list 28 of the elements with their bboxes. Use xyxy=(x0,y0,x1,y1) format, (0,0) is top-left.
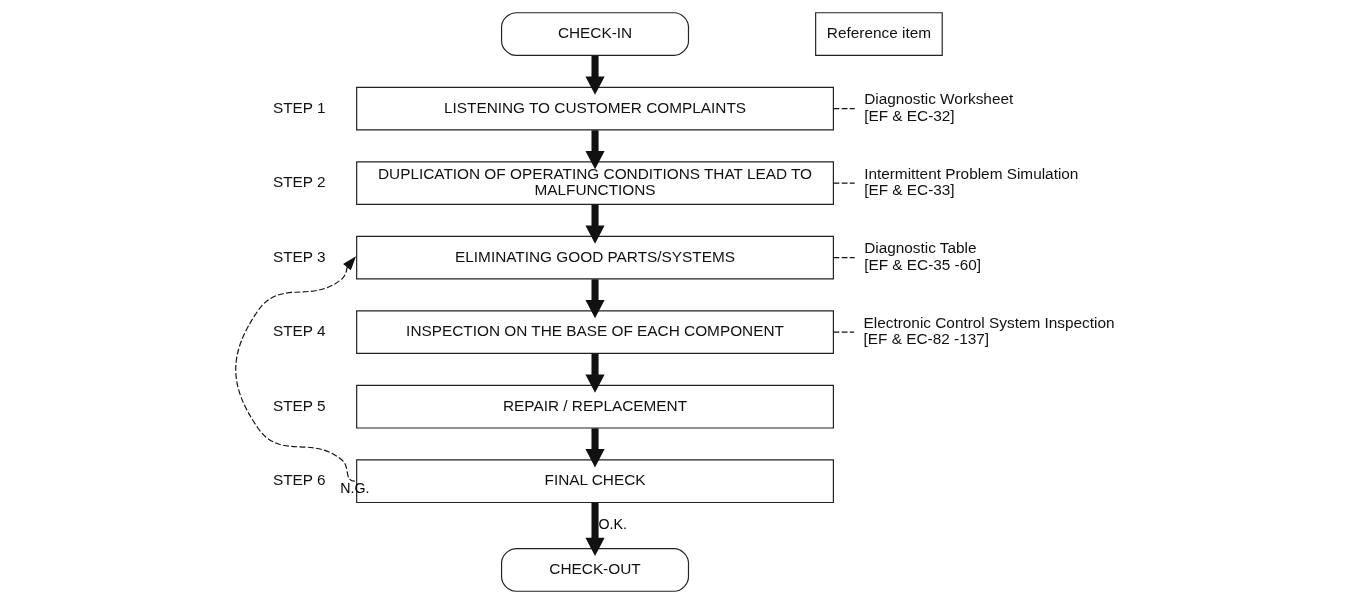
node-box: INSPECTION ON THE BASE OF EACH COMPONENT xyxy=(356,310,834,355)
node-box: CHECK-IN xyxy=(501,12,690,56)
node-text: Diagnostic Table [EF & EC-35 -60] xyxy=(864,239,982,273)
arrow xyxy=(235,256,357,482)
node-text: Intermittent Problem Simulation [EF & EC-33] xyxy=(864,164,1079,199)
connector xyxy=(832,182,856,184)
connector xyxy=(832,108,856,110)
node-label: STEP 3 xyxy=(272,247,326,265)
connector xyxy=(832,331,855,333)
node-box: DUPLICATION OF OPERATING CONDITIONS THAT LEAD TO MALFUNCTIONS xyxy=(356,161,834,205)
node-box: Reference item xyxy=(815,12,943,56)
node-label: STEP 1 xyxy=(272,98,326,116)
node-box: CHECK-OUT xyxy=(501,548,690,592)
arrow xyxy=(585,204,605,244)
node-text: Electronic Control System Inspection [EF & EC-82 -137] xyxy=(863,313,1115,348)
node-box: ELIMINATING GOOD PARTS/SYSTEMS xyxy=(356,235,834,280)
node-box: LISTENING TO CUSTOMER COMPLAINTS xyxy=(356,86,834,131)
node-label: STEP 2 xyxy=(272,173,326,191)
node-box: REPAIR / REPLACEMENT xyxy=(356,384,834,429)
node-text: Diagnostic Worksheet [EF & EC-32] xyxy=(864,90,1014,124)
node-label: STEP 5 xyxy=(272,396,326,414)
arrow xyxy=(585,353,605,393)
arrow xyxy=(585,502,605,557)
connector xyxy=(832,257,856,259)
node-label: STEP 6 xyxy=(272,471,326,489)
edge-label: O.K. xyxy=(598,516,627,533)
arrow xyxy=(585,55,605,95)
node-label: STEP 4 xyxy=(272,322,326,340)
